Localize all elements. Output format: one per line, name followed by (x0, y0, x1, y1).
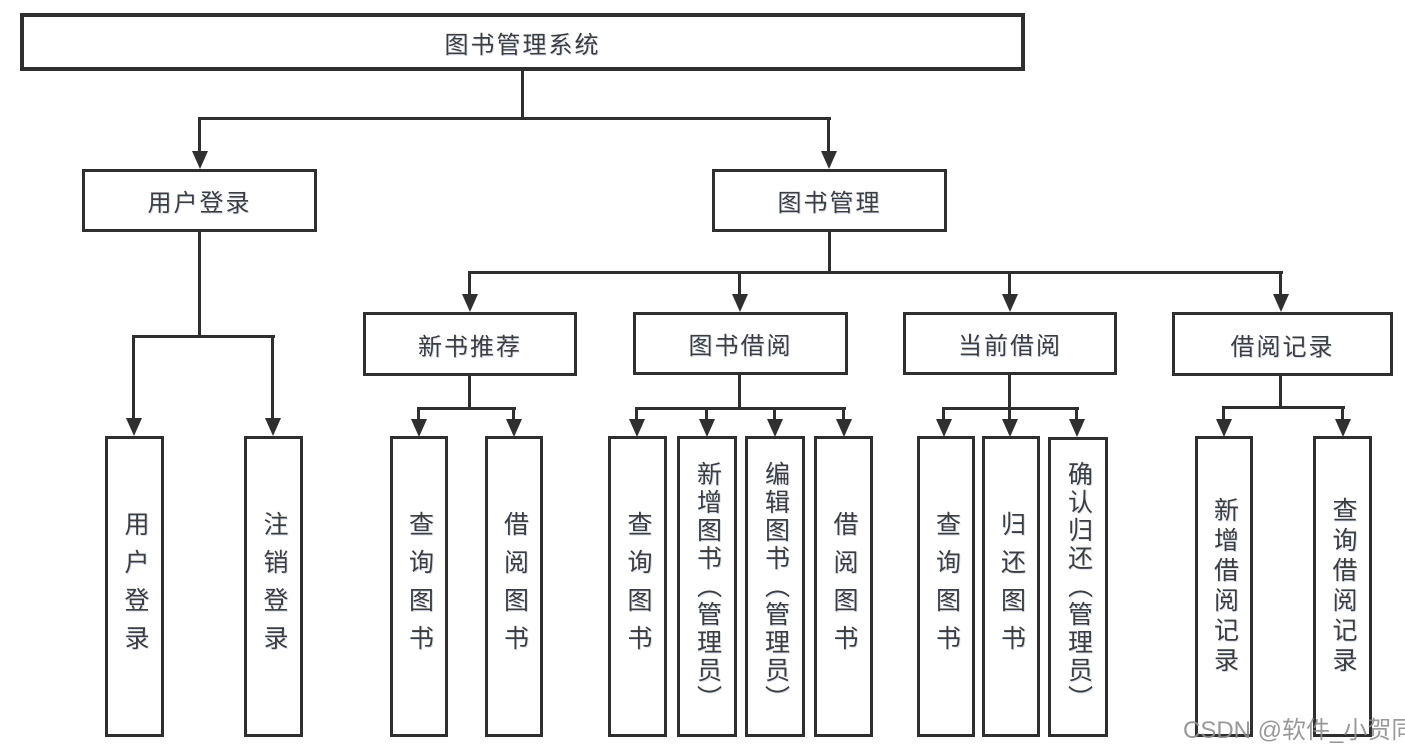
node-book-management: 图书管理 (712, 169, 947, 232)
leaf-borrow-borrow-books-label: 借阅图书 (830, 510, 858, 663)
leaf-records-add-record: 新增借阅记录 (1195, 436, 1253, 737)
leaf-recommend-borrow-books: 借阅图书 (485, 436, 543, 737)
leaf-recommend-borrow-books-label: 借阅图书 (500, 510, 529, 663)
connector-userlogin-bar (133, 335, 275, 338)
node-book-borrow-label: 图书借阅 (688, 333, 793, 360)
node-borrow-records: 借阅记录 (1172, 312, 1393, 376)
connector-records-stem (1279, 376, 1282, 409)
leaf-current-return-books: 归还图书 (982, 436, 1040, 737)
leaf-logout: 注销登录 (244, 436, 303, 737)
connector-userlogin-stem (198, 232, 201, 338)
node-user-login-label: 用户登录 (147, 190, 252, 217)
connector-level2-bar (468, 271, 1283, 274)
node-borrow-records-label: 借阅记录 (1230, 333, 1335, 361)
leaf-logout-label: 注销登录 (260, 510, 288, 663)
leaf-borrow-query-books: 查询图书 (608, 436, 667, 737)
leaf-records-query-record-label: 查询借阅记录 (1329, 496, 1357, 677)
leaf-user-login-label: 用户登录 (121, 510, 149, 663)
leaf-user-login: 用户登录 (105, 436, 164, 737)
leaf-recommend-query-books: 查询图书 (390, 436, 448, 737)
leaf-records-query-record: 查询借阅记录 (1313, 436, 1372, 737)
csdn-watermark: CSDN @软件_小贺同学 (1183, 717, 1405, 744)
leaf-current-confirm-return-admin-label: 确认归还（管理员） (1064, 461, 1093, 713)
node-current-borrow-label: 当前借阅 (958, 333, 1062, 360)
node-user-login: 用户登录 (82, 169, 317, 232)
connector-current-stem (1008, 375, 1011, 410)
connector-borrow-stem (738, 375, 741, 410)
leaf-recommend-query-books-label: 查询图书 (405, 510, 434, 663)
leaf-current-confirm-return-admin: 确认归还（管理员） (1048, 437, 1108, 737)
node-new-book-recommend: 新书推荐 (363, 312, 577, 376)
leaf-borrow-query-books-label: 查询图书 (624, 510, 652, 663)
node-root: 图书管理系统 (20, 13, 1025, 71)
connector-recommend-bar (417, 407, 516, 410)
leaf-borrow-borrow-books: 借阅图书 (814, 436, 873, 737)
node-current-borrow: 当前借阅 (903, 312, 1117, 375)
connector-recommend-stem (468, 376, 471, 410)
leaf-current-query-books: 查询图书 (917, 436, 975, 737)
leaf-current-return-books-label: 归还图书 (997, 510, 1026, 663)
leaf-borrow-add-books-admin-label: 新增图书（管理员） (693, 460, 722, 713)
connector-level1-bar (198, 117, 831, 120)
node-book-management-label: 图书管理 (777, 190, 882, 217)
node-book-borrow: 图书借阅 (633, 312, 848, 375)
leaf-borrow-edit-books-admin: 编辑图书（管理员） (745, 436, 805, 737)
connector-borrow-bar (635, 407, 846, 410)
leaf-records-add-record-label: 新增借阅记录 (1210, 496, 1239, 677)
connector-records-bar (1222, 406, 1345, 409)
node-root-label: 图书管理系统 (444, 31, 601, 59)
node-new-book-recommend-label: 新书推荐 (418, 333, 522, 361)
leaf-borrow-add-books-admin: 新增图书（管理员） (677, 436, 737, 737)
leaf-current-query-books-label: 查询图书 (932, 510, 961, 663)
connector-bookmgmt-stem (828, 232, 831, 274)
connector-root-stem (521, 69, 524, 119)
leaf-borrow-edit-books-admin-label: 编辑图书（管理员） (761, 460, 790, 713)
